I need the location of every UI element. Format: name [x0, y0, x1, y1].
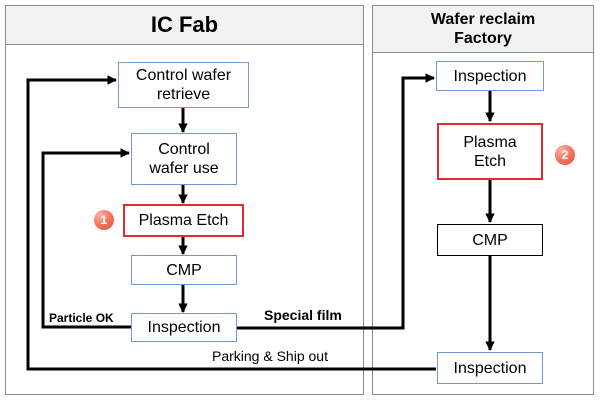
node-plasma-etch-1: Plasma Etch [123, 204, 244, 237]
ic-fab-title: IC Fab [5, 5, 364, 45]
label-special-film: Special film [264, 307, 342, 323]
label-parking-ship-out: Parking & Ship out [212, 348, 328, 364]
arrow-particle-ok-loop [41, 148, 131, 329]
node-control-wafer-retrieve: Control wafer retrieve [118, 62, 249, 108]
reclaim-title: Wafer reclaim Factory [372, 5, 594, 53]
label-particle-ok: Particle OK [49, 311, 114, 325]
node-cmp-2: CMP [437, 224, 543, 256]
node-plasma-etch-2: Plasma Etch [437, 123, 543, 180]
node-control-wafer-use: Control wafer use [131, 133, 237, 185]
arrow-special-film [235, 73, 435, 330]
step-badge-1: 1 [92, 208, 116, 232]
arrow-ship-out-loop [26, 75, 436, 371]
node-inspection-1: Inspection [131, 313, 237, 342]
node-cmp-1: CMP [131, 255, 237, 285]
node-inspection-3: Inspection [437, 352, 543, 384]
step-badge-2: 2 [553, 143, 577, 167]
node-inspection-2: Inspection [436, 61, 544, 91]
